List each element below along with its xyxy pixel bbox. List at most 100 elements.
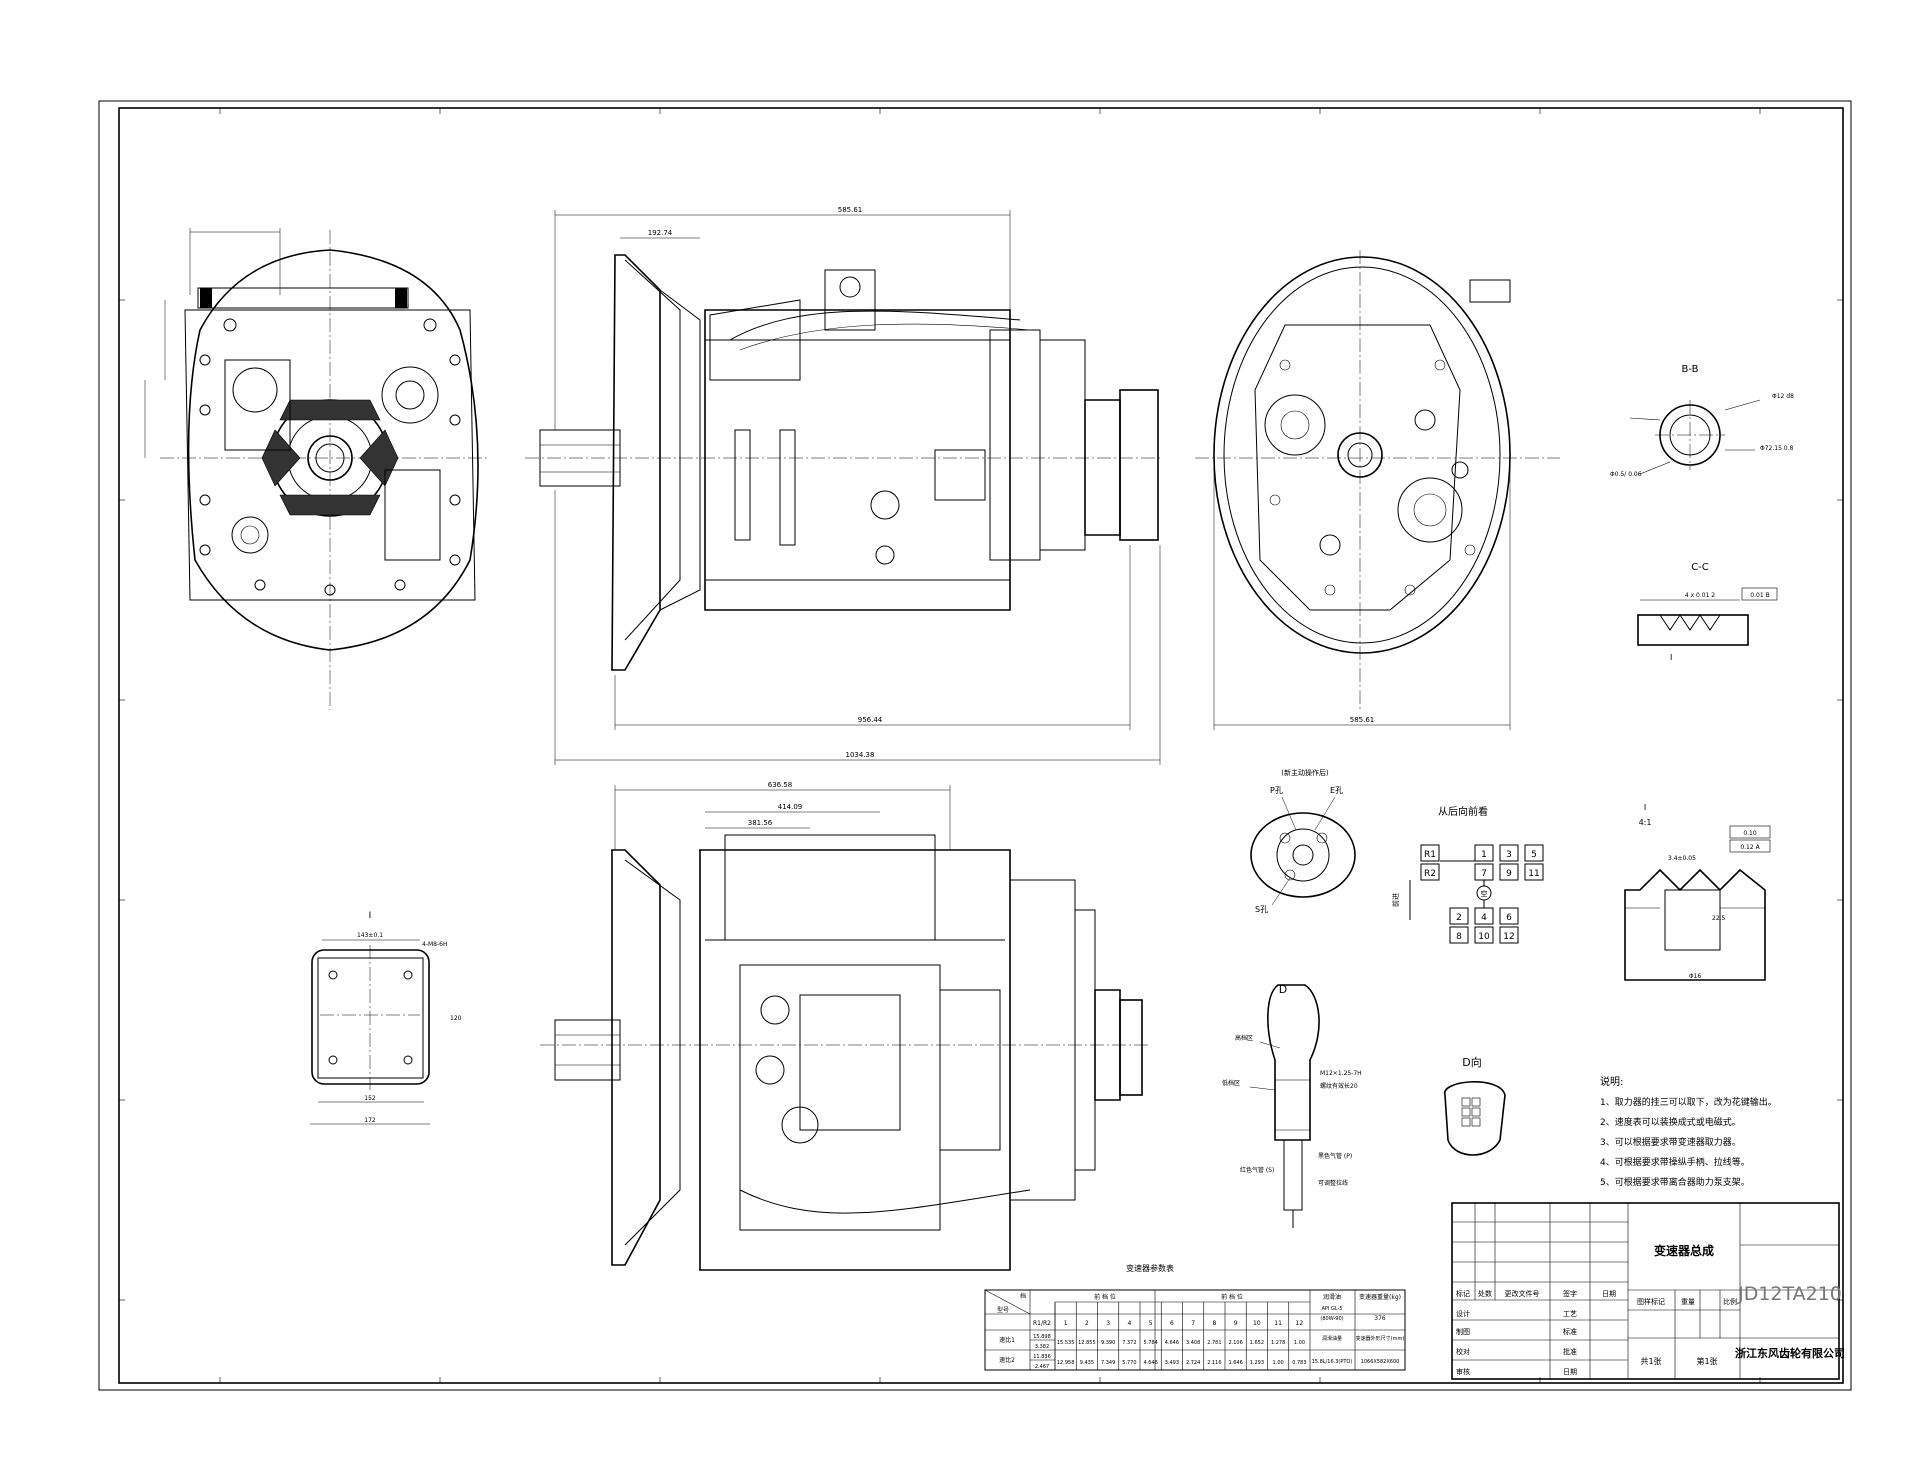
spec-gear-ratio-cell: 1.646: [1228, 1360, 1242, 1366]
gear-2: 2: [1456, 913, 1462, 923]
spec-gear-header: 8: [1212, 1320, 1216, 1327]
spec-row1-r2: 3.382: [1035, 1344, 1049, 1350]
spec-gear-header: 9: [1234, 1320, 1238, 1327]
spec-gear-ratio-cell: 2.106: [1228, 1340, 1242, 1346]
note-4: 4、可根据要求带操纵手柄、拉线等。: [1600, 1156, 1750, 1168]
detail-i-label: I: [1644, 803, 1646, 812]
lower-side-view: 636.58 414.09 381.56: [540, 781, 1150, 1271]
spec-gear-header: 11: [1274, 1320, 1282, 1327]
view-d-direction: D向: [1444, 1055, 1506, 1156]
gear-r2: R2: [1424, 869, 1436, 879]
spec-gear-header: 2: [1085, 1320, 1089, 1327]
spec-gear-header: 4: [1127, 1320, 1131, 1327]
knob-label-low: 低档区: [1222, 1079, 1240, 1087]
spec-header-model: 型号: [997, 1306, 1009, 1314]
spec-gear-ratio-cell: 9.390: [1101, 1340, 1115, 1346]
gear-1: 1: [1481, 850, 1487, 860]
tb-weight: 重量: [1681, 1298, 1695, 1306]
spec-gear-ratio-cell: 2.724: [1186, 1360, 1200, 1366]
note-1: 1、取力器的挂三可以取下，改为花键输出。: [1600, 1096, 1777, 1108]
flange-dim-152: 152: [364, 1095, 376, 1102]
section-c-c: C-C 4 x 0.01 2 0.01 B I: [1637, 562, 1778, 662]
spec-header-group2: 前 档 位: [1221, 1293, 1243, 1301]
dim-rear-width: 585.61: [1350, 716, 1375, 724]
detail-dim-22.5: 22.5: [1712, 915, 1726, 922]
gear-10: 10: [1478, 932, 1490, 942]
notes-heading: 说明:: [1600, 1075, 1623, 1088]
side-view: 956.44 1034.38 585.61 192.74: [525, 206, 1161, 765]
view-d-direction-label: D向: [1462, 1055, 1481, 1069]
spec-row1-r1: 15.898: [1033, 1334, 1051, 1340]
outer-border: [98, 100, 1852, 1391]
rear-view: 585.61: [1195, 250, 1560, 730]
spec-gear-ratio-cell: 4.646: [1143, 1360, 1157, 1366]
gear-6: 6: [1506, 913, 1512, 923]
spec-gear-ratio-cell: 3.493: [1165, 1360, 1179, 1366]
spec-foot3: 15.8L/16.3(PTO): [1312, 1359, 1353, 1365]
tb-sheet-no: 第1张: [1696, 1356, 1717, 1366]
spec-header-ratio: 档: [1020, 1292, 1026, 1300]
gear-neutral: 空: [1481, 889, 1488, 898]
tb-mark: 标记: [1456, 1289, 1470, 1298]
bb-dim-2: Φ72.15 0.8: [1760, 445, 1794, 452]
tb-role-draw: 制图: [1456, 1327, 1470, 1336]
spec-gear-ratio-cell: 15.535: [1057, 1340, 1075, 1346]
tb-role-process: 工艺: [1563, 1310, 1577, 1318]
spec-gear-ratio-cell: 1.00: [1273, 1360, 1284, 1366]
spec-table-title: 变速器参数表: [1126, 1263, 1174, 1273]
spec-gear-header: 12: [1296, 1320, 1304, 1327]
tb-total-sheets: 共1张: [1640, 1357, 1661, 1366]
spec-header-r: R1/R2: [1033, 1320, 1051, 1327]
gear-knob-view: D 高档区 低档区 M12×1.25-7H 螺纹有效长20 红色气管 (S) 黑…: [1222, 983, 1362, 1228]
spec-gear-header: 5: [1149, 1320, 1153, 1327]
shifter-view: (新主动操作后) P孔 E孔 S孔: [1250, 768, 1356, 914]
company-name: 浙江东风齿轮有限公司: [1735, 1346, 1845, 1360]
detail-tol-2: 0.12 A: [1740, 844, 1760, 851]
knob-label-thread-len: 螺纹有效长20: [1320, 1082, 1358, 1090]
gear-5: 5: [1531, 850, 1537, 860]
tb-role-design: 设计: [1456, 1309, 1470, 1318]
spec-header-oil: 润滑油: [1323, 1293, 1341, 1301]
spec-gear-ratio-cell: 7.349: [1101, 1360, 1115, 1366]
spec-gear-header: 10: [1253, 1320, 1261, 1327]
lower-dim-381: 381.56: [748, 819, 773, 827]
detail-i: I 4:1 0.10 0.12 A 3.4±0.05 Φ16 22.5: [1624, 803, 1771, 981]
tb-scale: 比例: [1723, 1297, 1737, 1306]
dim-top-585: 585.61: [838, 206, 863, 214]
tb-stage-mark: 图样标记: [1637, 1297, 1665, 1306]
cc-dim: 4 x 0.01 2: [1685, 592, 1715, 599]
flange-dim-143: 143±0.1: [357, 932, 383, 939]
spec-gear-ratio-cell: 3.408: [1186, 1340, 1200, 1346]
section-b-b-label: B-B: [1682, 364, 1699, 375]
spec-row2-r1: 11.836: [1033, 1354, 1051, 1360]
flange-view-label: I: [369, 911, 372, 921]
section-b-b: B-B Φ12 d8 Φ72.15 0.8 Φ0.5/ 0.06: [1610, 364, 1794, 478]
spec-table: 变速器参数表 前 档 位 前 档 位 型号 档 R1/R2 润滑油 变速器重量(…: [984, 1263, 1406, 1371]
spec-gear-ratio-cell: 5.770: [1122, 1360, 1136, 1366]
tb-role-approve: 批准: [1563, 1347, 1577, 1356]
shift-pattern: 从后向前看 R1 1 3 5 R2 7 9 11 2 4 6 8 10 12 空…: [1391, 805, 1544, 944]
shifter-e-label: E孔: [1330, 786, 1343, 795]
gear-4: 4: [1481, 913, 1487, 923]
spec-gear-ratio-cell: 12.855: [1078, 1340, 1096, 1346]
gear-12: 12: [1503, 932, 1514, 942]
knob-label-cable: 可调整拉线: [1318, 1179, 1348, 1187]
spec-oil-spec: API GL-5: [1321, 1306, 1342, 1312]
bb-dim-1: Φ12 d8: [1772, 393, 1794, 400]
front-view: [144, 228, 490, 710]
spec-foot2-val: 1066X582X600: [1361, 1359, 1400, 1365]
tb-qty: 处数: [1478, 1289, 1492, 1298]
lower-dim-636: 636.58: [768, 781, 793, 789]
knob-label-red-hose: 红色气管 (S): [1240, 1166, 1274, 1174]
spec-gear-ratio-cell: 1.652: [1250, 1340, 1264, 1346]
notes-block: 说明: 1、取力器的挂三可以取下，改为花键输出。 2、速度表可以装换成式或电磁式…: [1600, 1075, 1777, 1188]
dim-top-192: 192.74: [648, 229, 673, 237]
flange-dim-172: 172: [364, 1117, 376, 1124]
gear-8: 8: [1456, 932, 1462, 942]
gear-3: 3: [1506, 850, 1512, 860]
shifter-s-label: S孔: [1255, 905, 1268, 914]
knob-label-high: 高档区: [1235, 1034, 1253, 1042]
spec-header-group1: 前 档 位: [1094, 1293, 1116, 1301]
spec-oil-spec2: (80W-90): [1320, 1316, 1343, 1322]
